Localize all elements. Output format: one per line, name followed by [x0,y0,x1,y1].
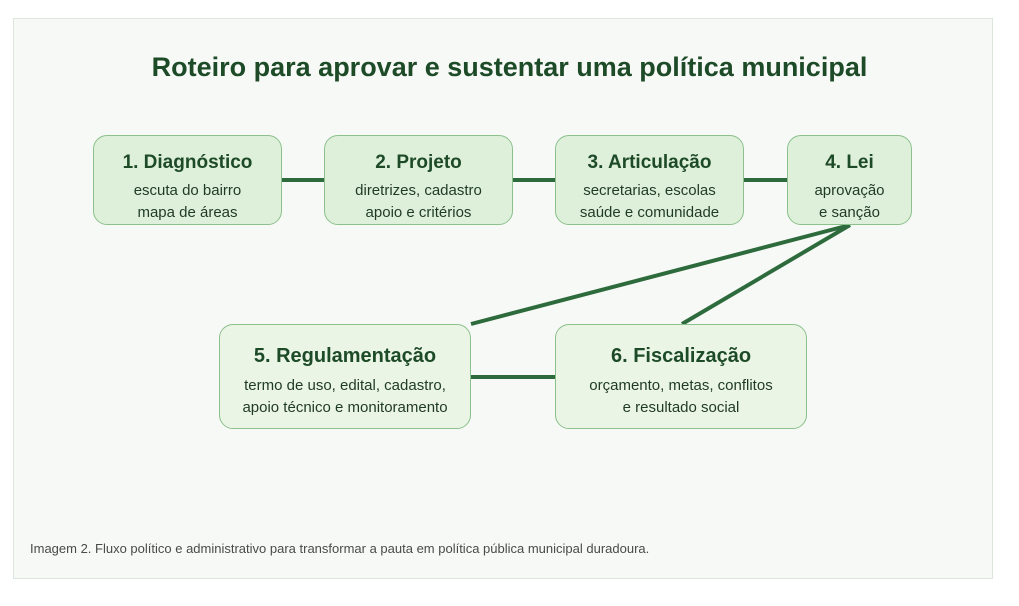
step-line: aprovação [814,182,885,199]
step-regulamentacao: 5. Regulamentação termo de uso, edital, … [219,324,471,429]
connector-4-6 [680,223,852,326]
step-line: orçamento, metas, conflitos [589,377,773,394]
step-fiscalizacao: 6. Fiscalização orçamento, metas, confli… [555,324,807,429]
step-line: diretrizes, cadastro [355,182,482,199]
step-line: e sanção [819,204,880,221]
step-line: saúde e comunidade [579,204,720,221]
step-line: apoio e critérios [365,204,472,221]
step-projeto: 2. Projeto diretrizes, cadastro apoio e … [324,135,513,225]
step-diagnostico: 1. Diagnóstico escuta do bairro mapa de … [93,135,282,225]
step-line: mapa de áreas [137,204,238,221]
step-title: 5. Regulamentação [253,345,437,367]
step-title: 4. Lei [825,152,874,173]
step-line: secretarias, escolas [583,182,716,199]
step-line: e resultado social [622,399,740,416]
step-line: termo de uso, edital, cadastro, [244,377,446,394]
connector-4-5 [470,223,851,326]
step-title: 3. Articulação [587,152,712,173]
diagram-title: Roteiro para aprovar e sustentar uma pol… [151,52,868,82]
figure-caption: Imagem 2. Fluxo político e administrativ… [30,541,650,556]
step-title: 2. Projeto [375,152,462,173]
step-title: 6. Fiscalização [610,345,752,367]
step-articulacao: 3. Articulação secretarias, escolas saúd… [555,135,744,225]
figure-frame [13,18,993,579]
step-line: apoio técnico e monitoramento [242,399,448,416]
step-lei: 4. Lei aprovação e sanção [787,135,912,225]
step-line: escuta do bairro [133,182,242,199]
step-title: 1. Diagnóstico [122,152,253,173]
